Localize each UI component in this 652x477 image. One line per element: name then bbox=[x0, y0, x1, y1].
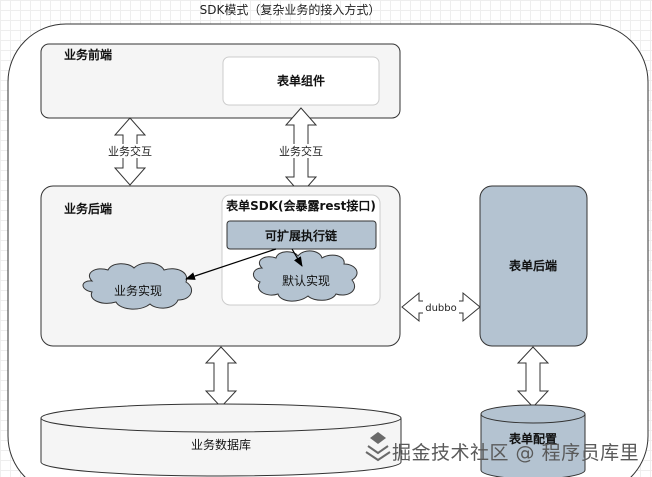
juejin-logo-icon bbox=[370, 432, 386, 444]
juejin-logo-stroke-2 bbox=[365, 451, 391, 462]
form-backend-box bbox=[479, 185, 588, 347]
form-component-label: 表单组件 bbox=[276, 73, 325, 88]
juejin-logo-stroke-1 bbox=[367, 445, 389, 455]
extensible-chain-box bbox=[226, 220, 377, 250]
form-backend-label: 表单后端 bbox=[508, 258, 557, 273]
business-interaction-right-bg bbox=[275, 144, 327, 158]
business-database-top bbox=[40, 403, 402, 433]
business-frontend-label: 业务前端 bbox=[64, 47, 112, 62]
watermark-text: 掘金技术社区 @ 程序员库里 bbox=[392, 442, 639, 464]
watermark-logo bbox=[365, 432, 391, 462]
business-database-body bbox=[40, 418, 402, 477]
dubbo-label: dubbo bbox=[425, 303, 457, 314]
form-component-box bbox=[222, 56, 380, 106]
form-sdk-label: 表单SDK(会暴露rest接口) bbox=[225, 198, 376, 213]
chain-to-business-impl-arrow bbox=[185, 248, 277, 280]
business-database-label: 业务数据库 bbox=[191, 437, 251, 452]
business-impl-label: 业务实现 bbox=[114, 283, 162, 298]
extensible-chain-label: 可扩展执行链 bbox=[265, 228, 338, 243]
form-config-top bbox=[480, 404, 586, 424]
diagram-title: SDK模式（复杂业务的接入方式） bbox=[200, 2, 381, 17]
chain-to-default-impl-arrow bbox=[291, 248, 303, 267]
business-backend-label: 业务后端 bbox=[64, 201, 112, 216]
default-impl-cloud bbox=[253, 250, 358, 302]
business-interaction-left-label: 业务交互 bbox=[108, 144, 152, 158]
form-config-label: 表单配置 bbox=[508, 431, 557, 446]
form-config-body bbox=[480, 414, 586, 477]
dubbo-label-bg bbox=[423, 300, 459, 314]
business-interaction-left-bg bbox=[104, 144, 156, 158]
business-interaction-right-label: 业务交互 bbox=[279, 144, 323, 158]
business-impl-cloud bbox=[82, 262, 193, 310]
default-impl-label: 默认实现 bbox=[282, 273, 330, 288]
